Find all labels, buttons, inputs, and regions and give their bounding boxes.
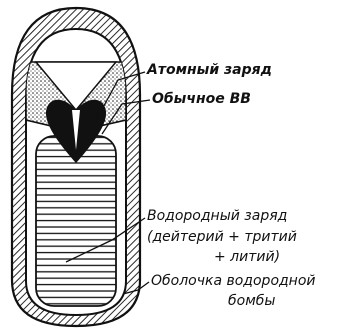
label-hydrogen-charge-line1: Водородный заряд [147,208,287,224]
label-shell-line1: Оболочка водородной [151,273,316,289]
label-conventional-explosive: Обычное ВВ [152,91,251,107]
label-hydrogen-charge-line2: (дейтерий + тритий [147,229,297,245]
label-hydrogen-charge-line3: + литий) [214,249,280,265]
label-shell-line2: бомбы [228,293,275,309]
label-atomic-charge: Атомный заряд [147,62,272,78]
